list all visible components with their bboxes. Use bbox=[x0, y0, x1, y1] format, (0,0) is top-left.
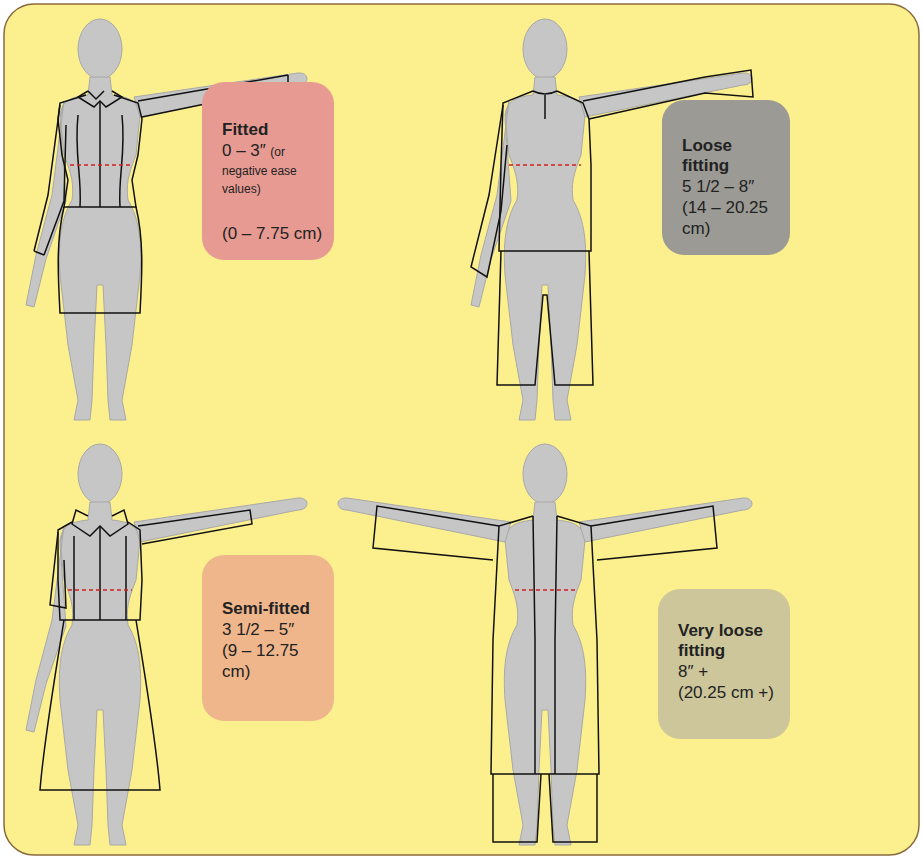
fit-heading: Loose fitting bbox=[682, 136, 780, 176]
fit-heading: Semi-fitted bbox=[222, 599, 324, 619]
ease-value: (14 – 20.25 cm) bbox=[682, 197, 780, 239]
ease-value: (9 – 12.75 cm) bbox=[222, 640, 324, 682]
ease-box: Semi-fitted3 1/2 – 5″(9 – 12.75 cm) bbox=[202, 555, 334, 721]
ease-box: Loose fitting5 1/2 – 8″(14 – 20.25 cm) bbox=[662, 100, 790, 255]
ease-value: 3 1/2 – 5″ bbox=[222, 619, 324, 640]
fit-heading: Very loose fitting bbox=[678, 621, 780, 661]
ease-value: 0 – 3″ bbox=[222, 141, 266, 160]
ease-value: (20.25 cm +) bbox=[678, 682, 780, 703]
ease-box: Fitted0 – 3″ (or negative ease values)(0… bbox=[202, 82, 334, 260]
ease-box: Very loose fitting8″ +(20.25 cm +) bbox=[658, 589, 790, 739]
yellow-panel bbox=[4, 4, 919, 855]
ease-value: 5 1/2 – 8″ bbox=[682, 176, 780, 197]
ease-value: (0 – 7.75 cm) bbox=[222, 223, 324, 244]
ease-value: 8″ + bbox=[678, 661, 780, 682]
fit-heading: Fitted bbox=[222, 120, 324, 140]
